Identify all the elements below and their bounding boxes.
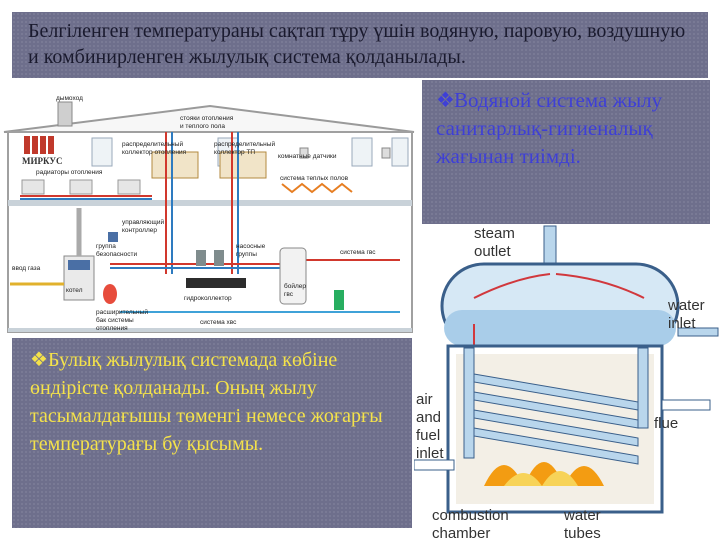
hydro-collector <box>186 278 246 288</box>
brand-name: МИРКУС <box>22 156 62 166</box>
downcomer-tube <box>463 347 475 459</box>
riser-pipes <box>165 132 239 274</box>
water-level <box>444 310 676 346</box>
riser-tube <box>637 347 649 429</box>
radiators <box>21 179 141 195</box>
room-sensor <box>381 147 391 159</box>
flue-arrow <box>661 399 711 411</box>
title-panel <box>12 12 708 78</box>
floor-slab-lower <box>8 328 412 332</box>
label-dhw-system: система гвс <box>340 249 376 256</box>
boiler-display <box>68 260 90 270</box>
chimney <box>57 101 73 127</box>
label-boiler: котел <box>66 287 83 294</box>
house-walls <box>7 131 413 333</box>
slide-title: Белгіленген температураны сақтап тұру үш… <box>28 20 686 68</box>
label-room-sensors: комнатные датчики <box>278 153 337 160</box>
label-flue: flue <box>654 415 678 432</box>
water-system-panel <box>422 80 710 224</box>
expansion-tank <box>103 284 117 304</box>
label-radiators: радиаторы отопления <box>36 169 103 176</box>
water-tubes <box>473 373 639 465</box>
manifold-floor <box>219 151 267 179</box>
label-floor-system: система теплых полов <box>280 175 349 182</box>
house-heating-diagram: МИРКУС дым <box>0 88 420 338</box>
water-filter <box>334 290 344 310</box>
controller-unit <box>108 232 118 242</box>
brand-logo: МИРКУС <box>22 136 62 166</box>
diamond-bullet-icon: ❖ <box>30 349 48 371</box>
dhw-boiler-tank <box>279 247 307 305</box>
water-inlet-pipe <box>677 327 719 337</box>
pump-group <box>214 250 224 266</box>
manifold-heating <box>151 151 199 179</box>
steam-system-label: Булық жылулық системада көбіне өндірісте… <box>30 349 383 455</box>
air-inlet-pipe <box>414 459 455 471</box>
label-gas-inlet: ввод газа <box>12 265 41 272</box>
steam-system-text: ❖Булық жылулық системада көбіне өндіріст… <box>30 346 406 458</box>
label-hydro-collector: гидроколлектор <box>184 295 232 302</box>
label-cold-water: система хвс <box>200 319 237 326</box>
floor-heating-loop <box>281 182 353 194</box>
label-chimney: дымоход <box>56 95 83 102</box>
combustion-flames <box>484 462 604 486</box>
distribution-pipes <box>20 195 400 313</box>
floor-slab-upper <box>8 200 412 206</box>
room-sensor <box>299 147 309 159</box>
pump-group <box>196 250 206 266</box>
steam-system-panel <box>12 338 412 528</box>
water-system-label: Водяной система жылу санитарлық-гигиенал… <box>436 88 663 168</box>
water-system-text: ❖Водяной система жылу санитарлық-гигиена… <box>436 86 706 170</box>
diamond-bullet-icon: ❖ <box>436 88 455 112</box>
